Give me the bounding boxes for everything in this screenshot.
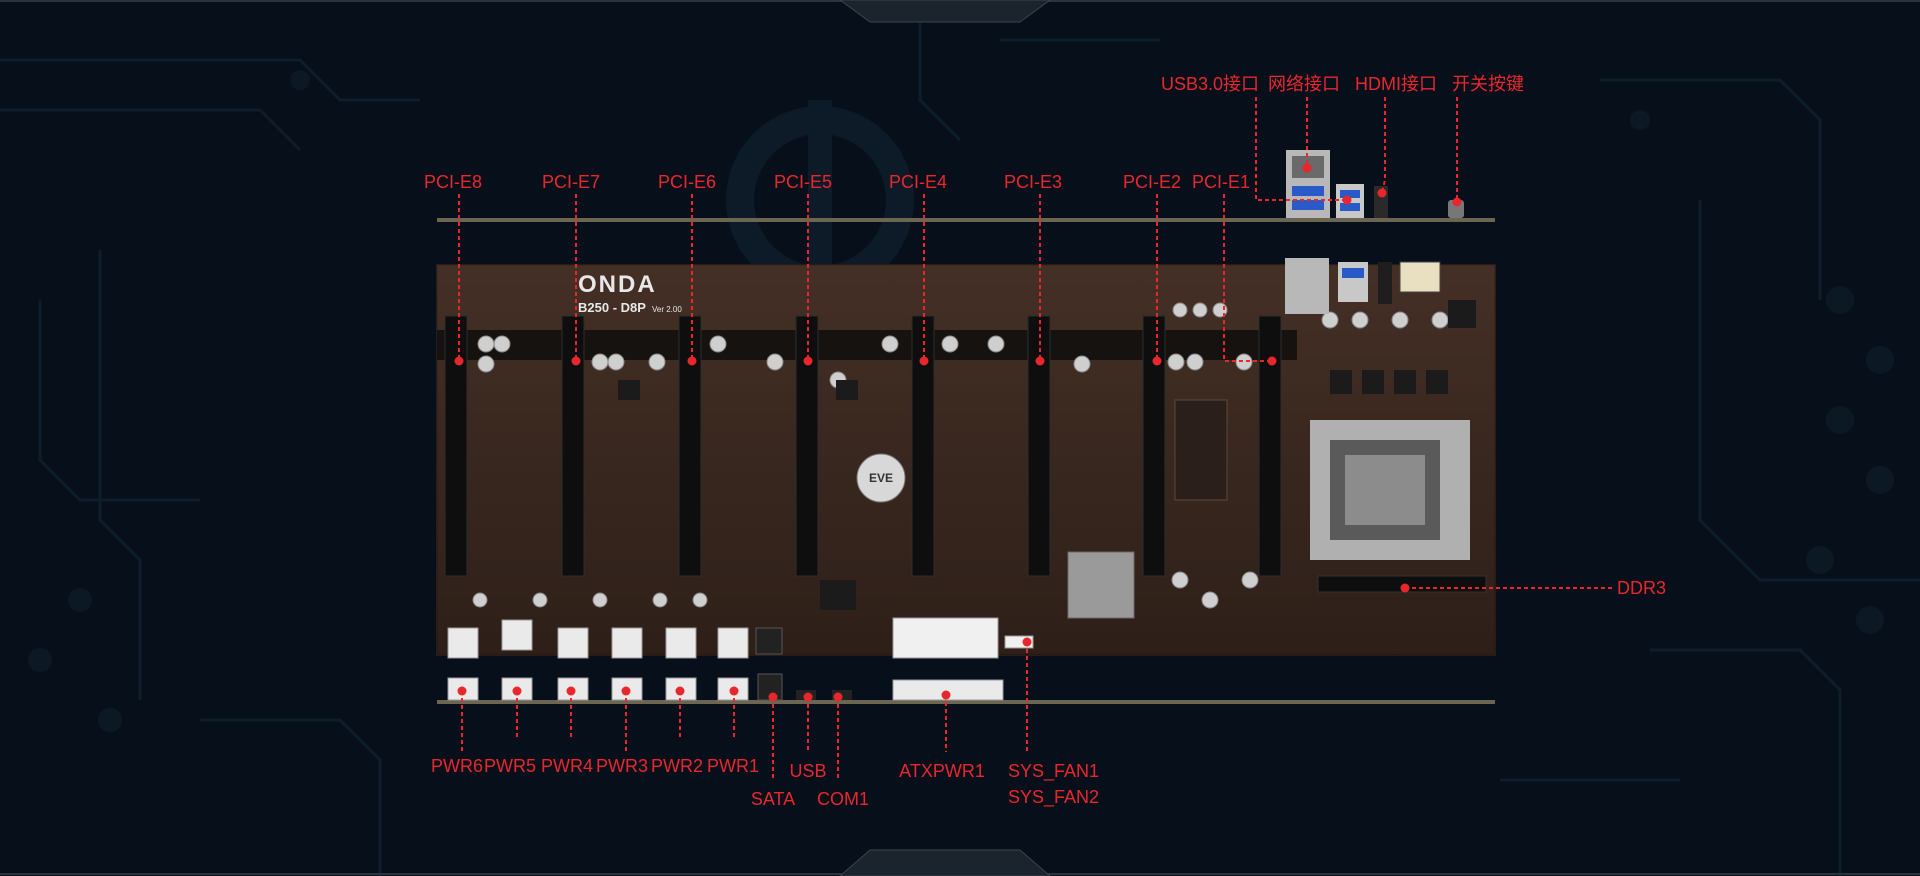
label-pwr4: PWR4 <box>540 756 594 776</box>
label-hdmi: HDMI接口 <box>1355 74 1437 94</box>
label-sata: SATA <box>750 789 796 809</box>
chipset-heatsink <box>1067 551 1135 619</box>
label-pcie1: PCI-E1 <box>1191 172 1251 192</box>
label-pcie3: PCI-E3 <box>1003 172 1063 192</box>
label-sys-fan2: SYS_FAN2 <box>1008 787 1100 807</box>
label-pcie4: PCI-E4 <box>888 172 948 192</box>
loose-connectors <box>447 677 1004 701</box>
label-pwr3: PWR3 <box>595 756 649 776</box>
brand-model: B250 - D8P <box>578 300 646 315</box>
battery-label: EVE <box>869 471 893 485</box>
label-network: 网络接口 <box>1268 74 1340 94</box>
background-circuit-traces <box>0 20 1920 876</box>
pcie-slots <box>444 315 1282 577</box>
top-rail <box>437 218 1495 222</box>
callout-dots <box>454 163 1462 702</box>
brand-logo: ONDA <box>578 271 657 298</box>
label-pcie2: PCI-E2 <box>1122 172 1182 192</box>
label-usb3: USB3.0接口 <box>1161 74 1260 94</box>
label-pcie7: PCI-E7 <box>541 172 601 192</box>
label-pwr5: PWR5 <box>483 756 537 776</box>
label-pwr6: PWR6 <box>430 756 484 776</box>
atx-power-connector <box>892 617 999 659</box>
rear-io-panel <box>1286 150 1464 218</box>
brand-version: Ver 2.00 <box>652 305 682 314</box>
label-pwr1: PWR1 <box>706 756 760 776</box>
cpu-socket <box>1310 420 1470 560</box>
label-ddr3: DDR3 <box>1617 578 1667 598</box>
bottom-rail <box>437 700 1495 704</box>
motherboard: ONDA B250 - D8P Ver 2.00 EVE <box>436 258 1496 659</box>
label-pcie8: PCI-E8 <box>423 172 483 192</box>
pcie-power-connectors <box>447 619 749 659</box>
label-usb: USB <box>789 761 827 781</box>
label-com1: COM1 <box>816 789 870 809</box>
label-pwr2: PWR2 <box>650 756 704 776</box>
label-atxpwr1: ATXPWR1 <box>899 761 985 781</box>
background-circuit-pads <box>28 70 1894 732</box>
label-pcie6: PCI-E6 <box>657 172 717 192</box>
label-sys-fan1: SYS_FAN1 <box>1008 761 1100 781</box>
msata-slot <box>1174 399 1228 501</box>
cmos-battery <box>856 453 906 503</box>
label-power-switch: 开关按键 <box>1452 74 1524 94</box>
sata-port <box>755 627 783 655</box>
chips <box>618 300 1476 610</box>
label-pcie5: PCI-E5 <box>773 172 833 192</box>
